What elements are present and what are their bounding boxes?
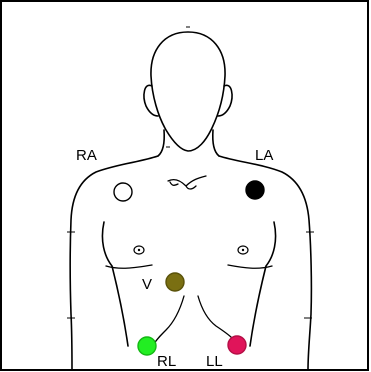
electrode-ll	[228, 336, 246, 354]
electrode-v	[166, 273, 184, 291]
label-rl: RL	[157, 353, 176, 370]
label-ll: LL	[206, 353, 223, 370]
electrode-rl	[138, 337, 156, 355]
label-v: V	[142, 276, 152, 293]
label-ra: RA	[76, 147, 97, 164]
electrode-ra	[114, 183, 132, 201]
electrode-la	[246, 181, 264, 199]
left-nipple-center	[242, 249, 244, 251]
label-la: LA	[255, 147, 273, 164]
right-nipple-center	[138, 249, 140, 251]
